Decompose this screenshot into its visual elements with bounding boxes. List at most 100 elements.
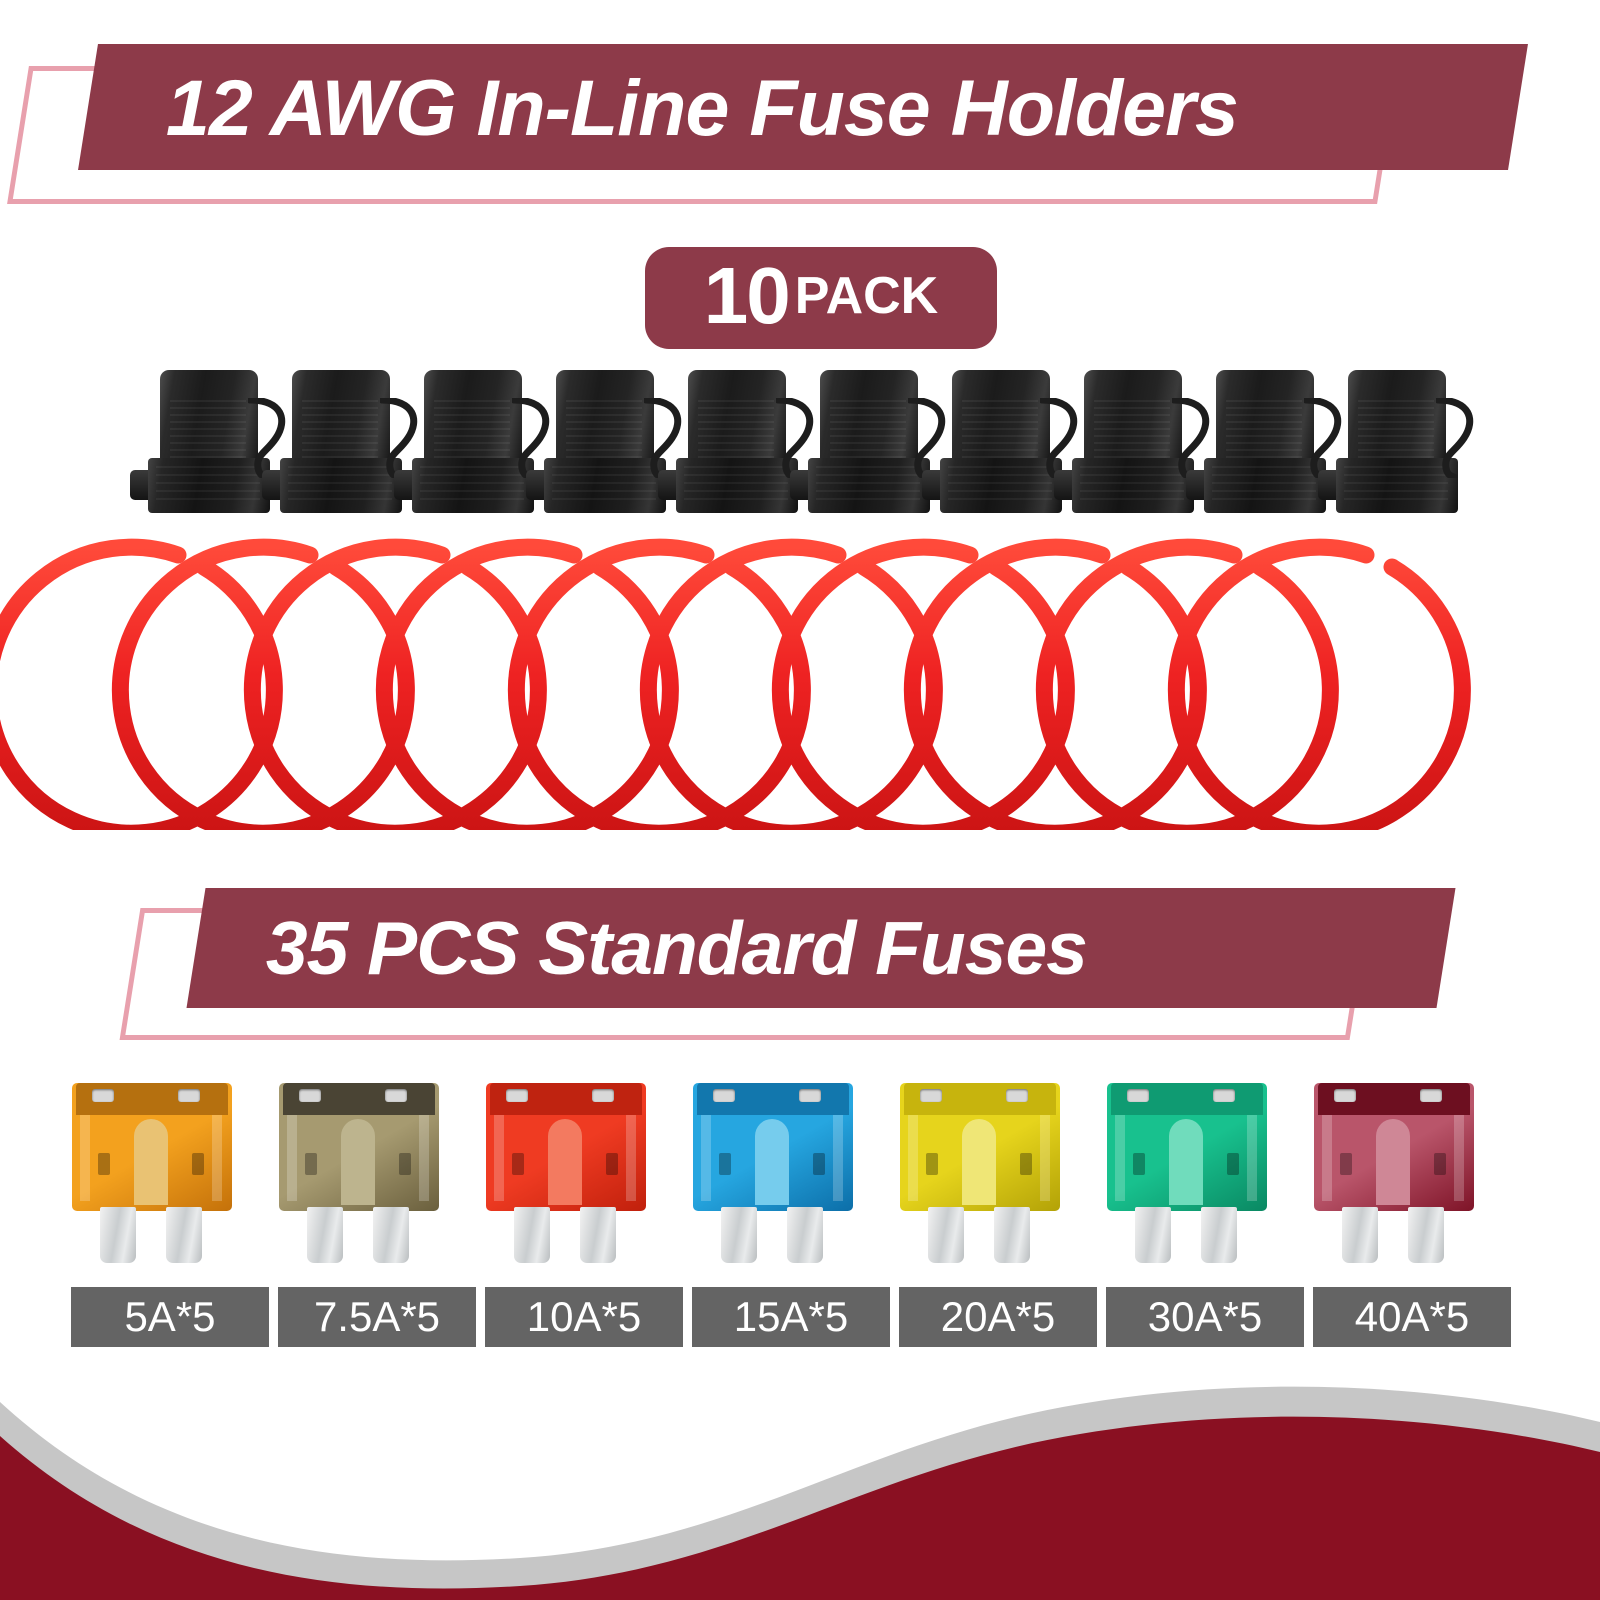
holder-tether-loop [1436,398,1474,478]
fuse-window-left [1133,1153,1145,1175]
fuse-terminal-hole-left [92,1089,114,1102]
fuse-green-icon [1101,1075,1273,1265]
wire-loop [507,538,811,830]
wire-loop [639,538,943,830]
wire-loop [111,538,415,830]
fuse-orange-icon [66,1075,238,1265]
fuse-window-left [719,1153,731,1175]
fuse-blade-right [787,1207,823,1263]
wire-loop [0,538,283,830]
fuse-notch-left [701,1105,711,1201]
fuse-element [1376,1119,1410,1205]
fuse-brown-icon [273,1075,445,1265]
fuse-blue-icon [687,1075,859,1265]
fuse-notch-left [80,1105,90,1201]
fuses-section-title: 35 PCS Standard Fuses [266,905,1087,990]
fuse-terminal-hole-left [1334,1089,1356,1102]
fuse-blade-left [928,1207,964,1263]
fuse-window-right [1227,1153,1239,1175]
fuse-notch-right [626,1105,636,1201]
fuse-element [755,1119,789,1205]
holder-cap [1348,370,1446,466]
holder-tether-loop [380,398,418,478]
holder-tether-loop [512,398,550,478]
fuse-rating-label: 5A*5 [71,1287,269,1347]
wire-loop [243,538,547,830]
wire-loop [771,538,1075,830]
fuse-terminal-hole-right [799,1089,821,1102]
fuse-terminal-hole-left [713,1089,735,1102]
fuse-holder-icon [262,370,418,513]
holder-tether-loop [776,398,814,478]
fuse-terminal-hole-left [506,1089,528,1102]
fuse-notch-right [1040,1105,1050,1201]
fuse-element [1169,1119,1203,1205]
fuse-window-right [399,1153,411,1175]
fuse-notch-right [1454,1105,1464,1201]
fuse-window-left [98,1153,110,1175]
fuse-notch-left [494,1105,504,1201]
holder-base [544,458,666,513]
fuse-terminal-hole-right [178,1089,200,1102]
fuses-banner-plate: 35 PCS Standard Fuses [186,888,1456,1008]
fuse-holder-icon [1186,370,1342,513]
fuse-element [134,1119,168,1205]
wave-maroon-band [0,1416,1600,1600]
fuse-rating-label: 30A*5 [1106,1287,1304,1347]
pack-quantity-number: 10 [703,251,791,340]
fuse-window-left [512,1153,524,1175]
holder-tether-loop [248,398,286,478]
page-title: 12 AWG In-Line Fuse Holders [166,62,1238,152]
fuse-notch-left [908,1105,918,1201]
holder-cap [556,370,654,466]
fuse-yellow-icon [894,1075,1066,1265]
fuse-holders-group [0,370,1600,830]
holder-cap [688,370,786,466]
fuse-terminal-hole-right [592,1089,614,1102]
fuse-blade-left [514,1207,550,1263]
holder-base [1204,458,1326,513]
holder-base [1336,458,1458,513]
fuse-notch-right [419,1105,429,1201]
fuse-holder-icon [1318,370,1474,513]
fuse-holder-icon [130,370,286,513]
holder-base [148,458,270,513]
holder-tether-loop [644,398,682,478]
bottom-wave-decoration [0,1386,1600,1600]
wire-loop [1167,538,1471,830]
fuse-rating-label: 15A*5 [692,1287,890,1347]
fuse-element [341,1119,375,1205]
fuse-terminal-hole-right [1420,1089,1442,1102]
pack-quantity-word: PACK [794,267,939,325]
fuse-blade-left [1342,1207,1378,1263]
fuse-blade-left [100,1207,136,1263]
fuse-holder-icon [658,370,814,513]
fuse-terminal-hole-right [385,1089,407,1102]
fuse-terminal-hole-left [920,1089,942,1102]
holder-base [280,458,402,513]
fuse-holder-icon [526,370,682,513]
fuse-rating-label: 20A*5 [899,1287,1097,1347]
fuse-blade-right [373,1207,409,1263]
fuse-window-right [192,1153,204,1175]
fuse-red-icon [480,1075,652,1265]
fuse-rating-label: 40A*5 [1313,1287,1511,1347]
fuse-holder-icon [1054,370,1210,513]
fuse-window-left [926,1153,938,1175]
fuse-notch-left [1322,1105,1332,1201]
fuse-holder-icon [790,370,946,513]
fuse-blade-right [1201,1207,1237,1263]
fuse-blade-right [994,1207,1030,1263]
holder-tether-loop [1040,398,1078,478]
fuse-rating-label: 10A*5 [485,1287,683,1347]
fuse-holder-icon [394,370,550,513]
fuse-blade-left [307,1207,343,1263]
fuse-notch-left [1115,1105,1125,1201]
fuse-blade-right [580,1207,616,1263]
holder-cap [820,370,918,466]
holder-base [808,458,930,513]
holder-base [412,458,534,513]
fuse-rating-label: 7.5A*5 [278,1287,476,1347]
